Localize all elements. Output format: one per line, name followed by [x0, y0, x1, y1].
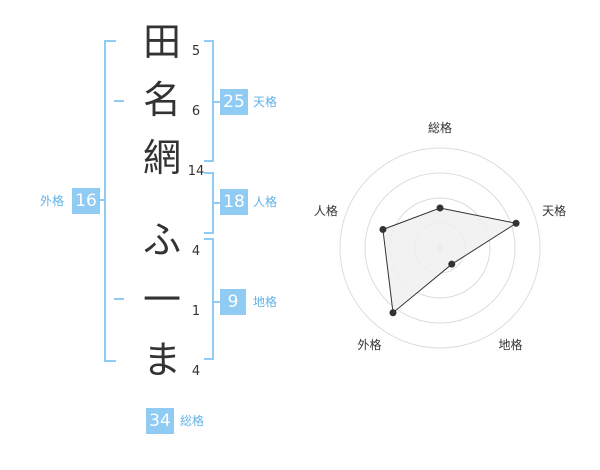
- soukaku-label: 総格: [180, 414, 205, 428]
- radar-polygon: [382, 207, 518, 314]
- stroke-count-1: 5: [191, 44, 201, 59]
- radar-axis-label-1: 総格: [428, 120, 452, 135]
- jinkaku-label: 人格: [253, 195, 278, 209]
- tenkaku-badge: 25: [220, 89, 248, 115]
- stroke-count-4: 4: [191, 244, 201, 259]
- radar-axis-label-4: 外格: [357, 337, 381, 352]
- name-char-6: ま: [142, 338, 181, 382]
- name-char-5: 一: [142, 278, 181, 322]
- radar-ring-4: [339, 147, 541, 349]
- radar-axis-label-3: 地格: [498, 337, 522, 352]
- chikaku-connector: [212, 301, 220, 303]
- tenkaku-connector: [212, 101, 220, 103]
- radar-point-2: [512, 219, 520, 227]
- stroke-count-5: 1: [191, 304, 201, 319]
- stroke-count-3: 14: [187, 164, 205, 179]
- chikaku-label: 地格: [253, 295, 278, 309]
- chikaku-badge: 9: [220, 289, 246, 315]
- name-char-2: 名: [142, 78, 181, 122]
- radar-axis-label-2: 天格: [542, 203, 566, 218]
- name-char-3: 網: [142, 136, 181, 180]
- gaikaku-bracket: [104, 40, 116, 362]
- chikaku-bracket: [204, 238, 214, 360]
- radar-point-5: [379, 225, 387, 233]
- radar-axis-label-5: 人格: [314, 203, 338, 218]
- jinkaku-badge: 18: [220, 189, 248, 215]
- radar-point-3: [448, 260, 456, 268]
- radar-point-4: [389, 309, 397, 317]
- soukaku-badge: 34: [146, 408, 174, 434]
- radar-point-1: [436, 204, 444, 212]
- gaikaku-badge: 16: [72, 188, 100, 214]
- radar-ring-3: [364, 172, 516, 324]
- gaikaku-tick-upper: [114, 100, 124, 102]
- stroke-count-6: 4: [191, 364, 201, 379]
- stroke-count-2: 6: [191, 104, 201, 119]
- jinkaku-connector: [212, 202, 220, 204]
- name-char-4: ふ: [142, 218, 181, 262]
- name-char-1: 田: [142, 20, 181, 64]
- tenkaku-label: 天格: [253, 95, 278, 109]
- gaikaku-tick-lower: [114, 298, 124, 300]
- gaikaku-label: 外格: [40, 194, 65, 208]
